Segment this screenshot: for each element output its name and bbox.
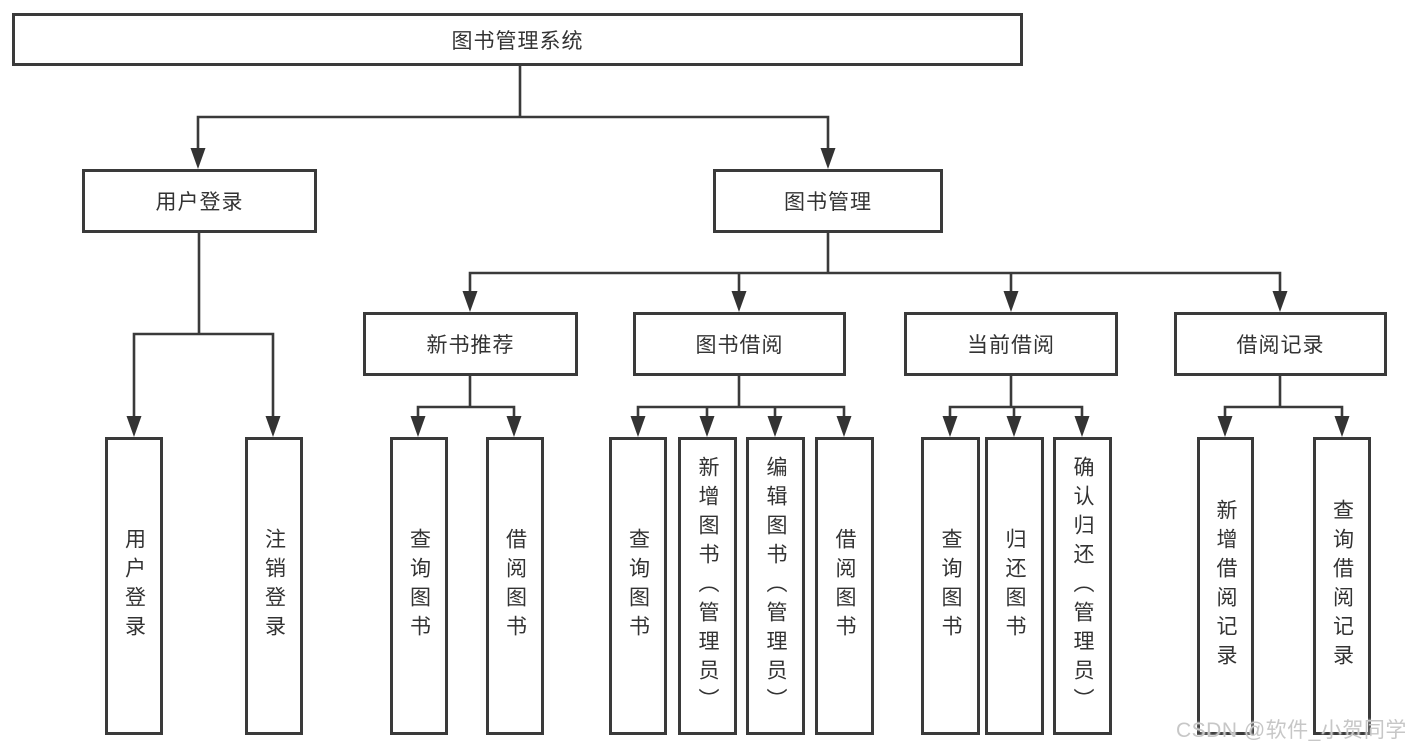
connector-new-book-children [416,374,516,421]
node-label: 图书借阅 [695,334,784,357]
leaf-query-books-borrowing: 查询图书 [609,437,667,735]
node-root-system: 图书管理系统 [12,13,1023,66]
arrow-down-icon [506,416,522,437]
arrow-down-icon [190,148,206,169]
node-current-borrowing: 当前借阅 [904,312,1118,376]
connector-current-borrowing-children [948,374,1084,421]
node-label: 确认归还（管理员） [1071,455,1094,717]
arrow-down-icon [126,416,142,437]
leaf-query-borrow-record: 查询借阅记录 [1313,437,1371,735]
arrow-down-icon [1217,416,1233,437]
node-label: 新增借阅记录 [1214,499,1237,673]
leaf-query-books-current: 查询图书 [921,437,980,735]
arrow-down-icon [630,416,646,437]
arrow-down-icon [265,416,281,437]
arrow-down-icon [1074,416,1090,437]
node-label: 归还图书 [1003,528,1026,644]
leaf-add-borrow-record: 新增借阅记录 [1197,437,1254,735]
node-label: 借阅图书 [503,528,527,644]
node-label: 注销登录 [262,528,286,644]
arrow-down-icon [1006,416,1022,437]
node-new-book-recommend: 新书推荐 [363,312,578,376]
node-label: 查询图书 [939,528,962,644]
node-book-management: 图书管理 [713,169,943,233]
node-label: 用户登录 [122,528,146,644]
arrow-down-icon [1272,291,1288,312]
node-label: 查询图书 [626,528,650,644]
node-label: 编辑图书（管理员） [764,455,787,717]
arrow-down-icon [836,416,852,437]
node-label: 用户登录 [155,191,244,214]
leaf-edit-book-admin: 编辑图书（管理员） [746,437,805,735]
node-label: 查询图书 [407,528,431,644]
connector-user-login-children [132,231,275,421]
leaf-add-book-admin: 新增图书（管理员） [678,437,737,735]
node-label: 查询借阅记录 [1330,499,1354,673]
node-book-borrowing: 图书借阅 [633,312,846,376]
arrow-down-icon [410,416,426,437]
csdn-watermark: CSDN @软件_小贺同学 [1176,719,1405,742]
node-label: 借阅记录 [1236,334,1325,357]
node-label: 新书推荐 [426,334,515,357]
node-label: 当前借阅 [967,334,1055,357]
node-label: 新增图书（管理员） [696,455,719,717]
leaf-logout: 注销登录 [245,437,303,735]
connector-book-borrowing-children [636,374,846,421]
arrow-down-icon [1003,291,1019,312]
node-label: 图书管理 [784,191,872,214]
node-label: 借阅图书 [833,528,856,644]
arrow-down-icon [1334,416,1350,437]
leaf-return-books: 归还图书 [985,437,1044,735]
leaf-borrow-books-borrowing: 借阅图书 [815,437,874,735]
leaf-confirm-return-admin: 确认归还（管理员） [1053,437,1112,735]
arrow-down-icon [820,148,836,169]
arrow-down-icon [767,416,783,437]
arrow-down-icon [699,416,715,437]
arrow-down-icon [942,416,958,437]
node-borrowing-records: 借阅记录 [1174,312,1387,376]
leaf-query-books-recommend: 查询图书 [390,437,448,735]
connector-borrowing-records-children [1223,374,1344,421]
node-user-login: 用户登录 [82,169,317,233]
connector-book-management-children [468,231,1282,296]
arrow-down-icon [462,291,478,312]
arrow-down-icon [731,291,747,312]
node-label: 图书管理系统 [451,29,584,53]
connector-root-to-level2 [196,64,830,153]
leaf-borrow-books-recommend: 借阅图书 [486,437,544,735]
leaf-user-login: 用户登录 [105,437,163,735]
